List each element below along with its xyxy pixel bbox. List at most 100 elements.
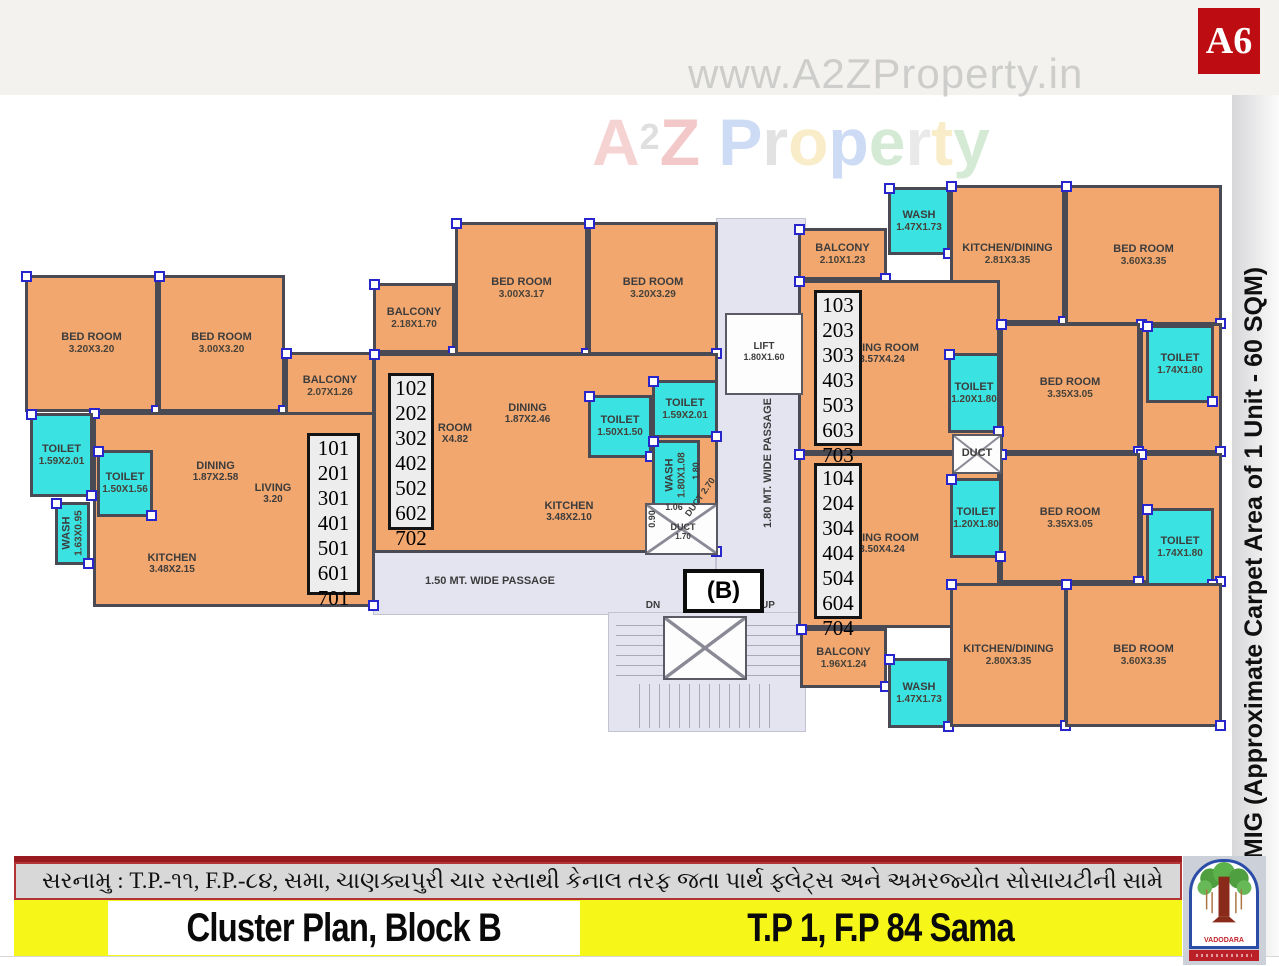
room-dims: 1.96X1.24 bbox=[820, 658, 867, 670]
label-name: DINING bbox=[196, 459, 235, 472]
room-name: BED ROOM bbox=[622, 276, 684, 289]
unit-number: 502 bbox=[395, 476, 427, 500]
plan-title: Cluster Plan, Block B bbox=[186, 905, 502, 950]
label-name: KITCHEN bbox=[147, 551, 197, 564]
unit-number: 402 bbox=[395, 451, 427, 475]
room-name: WASH bbox=[902, 680, 936, 693]
unit-number: 302 bbox=[395, 426, 427, 450]
block-label: (B) bbox=[683, 569, 764, 613]
footer-red-rule bbox=[14, 856, 1182, 862]
room-dims: 2.10X1.23 bbox=[819, 254, 866, 266]
room-name: BED ROOM bbox=[1039, 375, 1101, 388]
unit-number: 201 bbox=[317, 461, 350, 485]
room-name: WASH bbox=[663, 458, 676, 492]
label-dims: X4.82 bbox=[441, 433, 469, 445]
unit-number: 203 bbox=[822, 318, 854, 342]
label-dims: 1.87X2.46 bbox=[504, 413, 551, 425]
room-dims: 1.50X1.56 bbox=[102, 484, 148, 496]
room-dims: 1.20X1.80 bbox=[951, 393, 997, 405]
unit-number: 101 bbox=[317, 436, 350, 460]
plan-label: 1.50 MT. WIDE PASSAGE bbox=[425, 575, 555, 587]
unit-number: 301 bbox=[317, 486, 350, 510]
room-name: BALCONY bbox=[386, 305, 442, 318]
unit-number: 204 bbox=[822, 491, 854, 515]
brand-letter bbox=[700, 104, 718, 180]
brand-letter: y bbox=[953, 105, 990, 179]
room-dims: 1.74X1.80 bbox=[1157, 547, 1203, 559]
location-title-box: T.P 1, F.P 84 Sama bbox=[580, 900, 1182, 956]
unit-number: 503 bbox=[822, 393, 854, 417]
location-title: T.P 1, F.P 84 Sama bbox=[747, 905, 1015, 950]
room-name: TOILET bbox=[1160, 534, 1200, 547]
unit-number: 702 bbox=[395, 526, 427, 550]
unit-number: 504 bbox=[822, 566, 854, 590]
brand-letter: r bbox=[762, 105, 789, 179]
brand-letter: r bbox=[905, 105, 932, 179]
passage bbox=[373, 551, 716, 615]
label-dims: 1.80X1.60 bbox=[743, 351, 785, 362]
carpet-area-note: MIG (Approximate Carpet Area of 1 Unit -… bbox=[1239, 266, 1268, 860]
plan-label: UP bbox=[761, 599, 775, 611]
unit-number: 404 bbox=[822, 541, 854, 565]
label-dims: 3.48X2.10 bbox=[546, 511, 592, 523]
room-name: BED ROOM bbox=[491, 276, 552, 289]
label-dims: 3.20 bbox=[263, 493, 283, 505]
watermark-brand-logo: A2Z Property bbox=[592, 104, 1112, 188]
room-name: BED ROOM bbox=[1113, 242, 1174, 255]
label-name: ROOM bbox=[437, 421, 473, 434]
stair-treads bbox=[616, 616, 663, 680]
label-dims: 3.57X4.24 bbox=[859, 353, 905, 365]
room-dims: 2.80X3.35 bbox=[985, 655, 1032, 667]
label-name: DUCT bbox=[670, 521, 696, 532]
unit-number: 303 bbox=[822, 343, 854, 367]
page-bottom-strip bbox=[0, 956, 1279, 966]
room-dims: 1.20X1.80 bbox=[953, 518, 999, 530]
unit-number: 601 bbox=[317, 561, 350, 585]
unit-number: 304 bbox=[822, 516, 854, 540]
label-dims: 3.50X4.24 bbox=[859, 543, 905, 555]
room-dims: 1.63X0.95 bbox=[73, 510, 85, 557]
page-top-band bbox=[0, 0, 1279, 95]
watermark-url: www.A2ZProperty.in bbox=[688, 50, 1084, 97]
room-name: TOILET bbox=[956, 505, 996, 518]
room-dims: 3.60X3.35 bbox=[1120, 655, 1167, 667]
plan-label: 1.80 MT. WIDE PASSAGE bbox=[762, 398, 774, 528]
room-name: BALCONY bbox=[302, 373, 358, 386]
room-dims: 1.80X1.08 bbox=[676, 452, 688, 498]
brand-letter: e bbox=[868, 105, 906, 179]
plan-label: 0.90 bbox=[647, 510, 657, 528]
unit-number: 704 bbox=[822, 616, 854, 640]
brand-letter: Z bbox=[659, 105, 701, 179]
brand-letter: t bbox=[931, 105, 954, 179]
room-name: WASH bbox=[60, 517, 73, 550]
room-dims: 1.59X2.01 bbox=[662, 409, 708, 421]
lift-box bbox=[725, 313, 803, 395]
label-dims: 3.48X2.15 bbox=[149, 563, 195, 575]
room-dims: 1.47X1.73 bbox=[896, 221, 942, 233]
plan-label: 1.06 bbox=[665, 502, 683, 512]
room-name: BALCONY bbox=[815, 241, 870, 254]
logo-red-band bbox=[1189, 950, 1259, 961]
unit-number: 604 bbox=[822, 591, 854, 615]
label-dims: 1.70 bbox=[675, 531, 691, 541]
sheet-badge: A6 bbox=[1198, 8, 1260, 74]
brand-letter: p bbox=[828, 105, 869, 179]
room-name: WASH bbox=[902, 208, 936, 221]
unit-number: 501 bbox=[317, 536, 350, 560]
room-name: BED ROOM bbox=[1039, 505, 1101, 518]
